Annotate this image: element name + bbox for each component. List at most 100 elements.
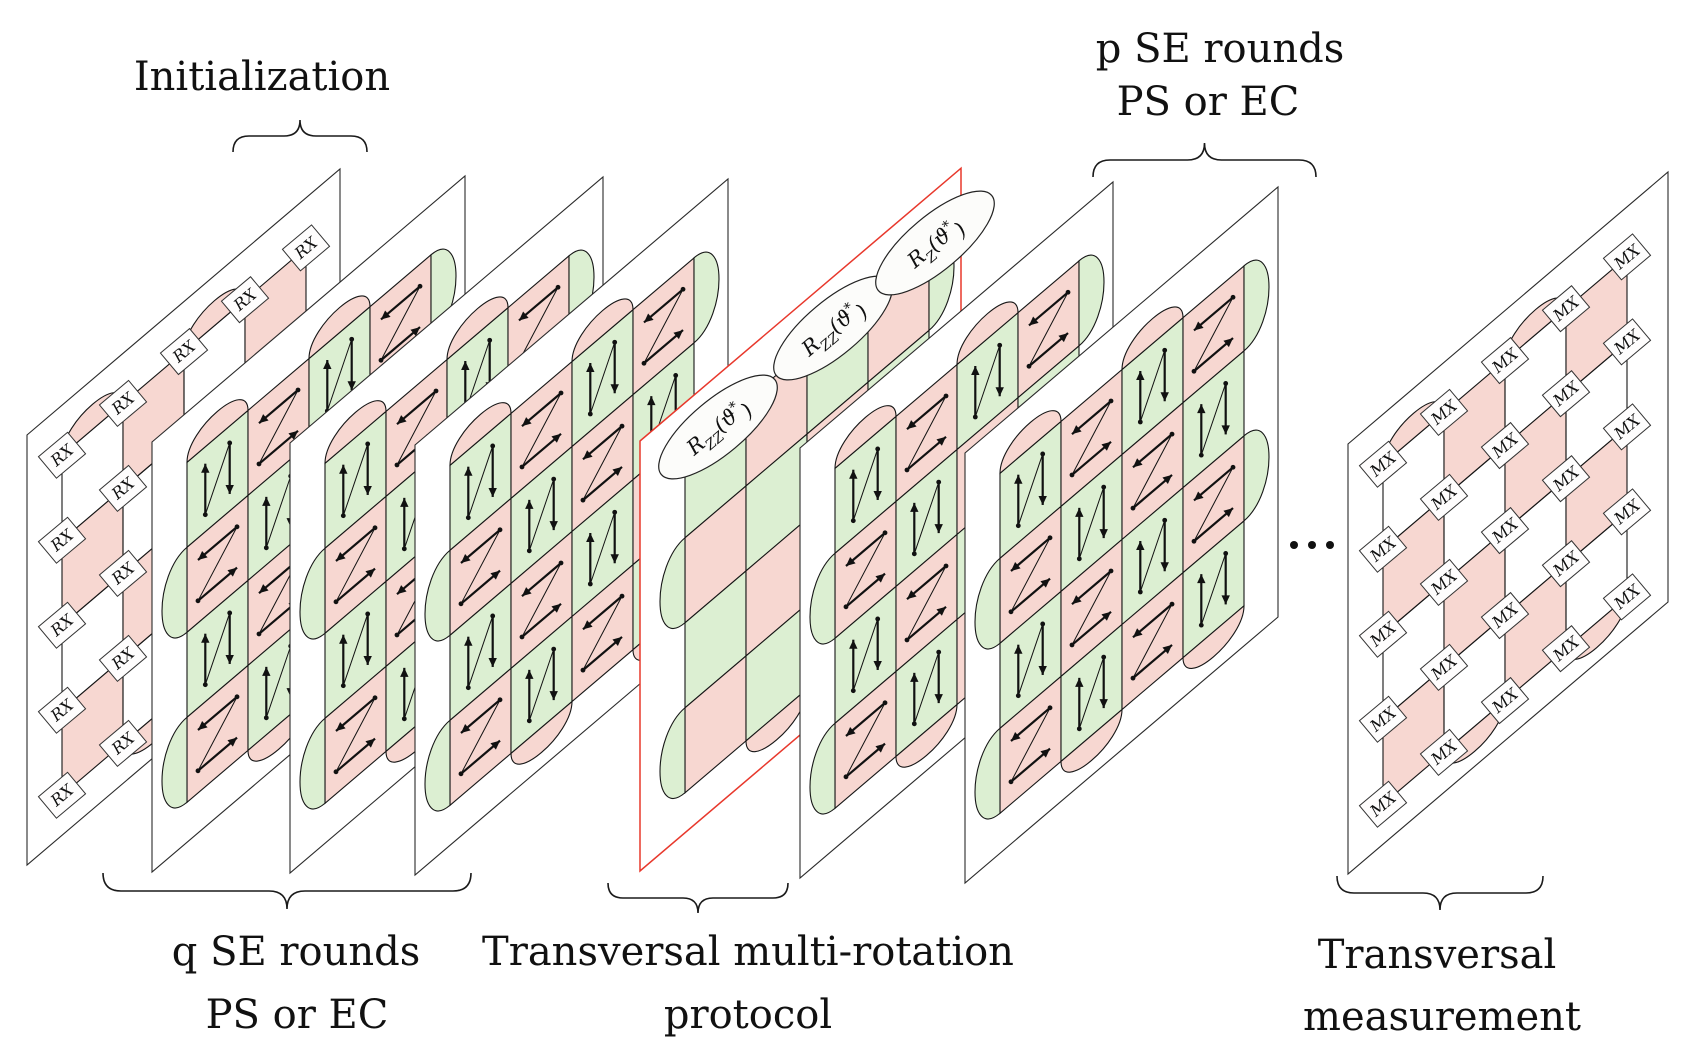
ellipsis-dot: [1326, 541, 1334, 549]
brace-rot: [607, 882, 789, 914]
schedule-arrow-head: [1162, 474, 1173, 484]
schedule-arrow-head: [1160, 392, 1169, 402]
schedule-diagonal: [1132, 433, 1173, 509]
boundary-stabilizer-lens: [809, 722, 836, 815]
schedule-arrow-dot: [458, 601, 464, 607]
mx-gate-box: MX: [1541, 370, 1591, 418]
schedule-arrow-dot: [673, 373, 679, 378]
boundary-stabilizer-lens: [895, 703, 958, 768]
schedule-arrow-head: [549, 691, 558, 701]
schedule-arrow-head: [582, 450, 593, 460]
schedule-arrow-dot: [1026, 363, 1032, 369]
schedule-arrow-dot: [202, 512, 208, 518]
schedule-diagonal: [460, 699, 501, 775]
label-p-se-line2: PS or EC: [1117, 79, 1300, 125]
schedule-arrow-dot: [1137, 419, 1143, 425]
label-measurement-line2: measurement: [1303, 994, 1581, 1040]
brace-init: [232, 119, 368, 153]
schedule-arrow-head: [521, 587, 532, 597]
schedule-arrow-dot: [850, 688, 856, 694]
schedule-arrow-head: [1014, 474, 1023, 484]
schedule-arrow-dot: [195, 768, 201, 774]
schedule-arrow-head: [335, 721, 346, 732]
rx-gate-box-outline: [98, 719, 148, 768]
rx-gate-box-outline: [98, 634, 148, 683]
rx-gate-box-outline: [37, 601, 87, 649]
schedule-arrow-dot: [519, 464, 525, 470]
schedule-arrow-dot: [372, 525, 378, 531]
schedule-arrow-dot: [1191, 368, 1197, 374]
schedule-arrow-dot: [1230, 464, 1236, 470]
boundary-stabilizer-lens: [1121, 306, 1184, 371]
schedule-arrow-head: [1193, 321, 1204, 331]
schedule-arrow-dot: [394, 462, 400, 468]
schedule-arrow-dot: [1015, 523, 1021, 529]
schedule-arrow-dot: [580, 667, 586, 673]
schedule-arrow-head: [488, 657, 497, 667]
schedule-arrow-head: [875, 573, 886, 583]
schedule-diagonal: [1071, 570, 1112, 646]
rx-gate-box-outline: [220, 276, 270, 324]
schedule-arrow-dot: [195, 598, 201, 604]
schedule-arrow-head: [1193, 491, 1204, 501]
rotation-gate-ellipse-outline: [875, 190, 995, 296]
schedule-arrow-head: [396, 585, 407, 595]
plane-se-4: [799, 180, 1114, 880]
plane-meas-mx: MXMXMXMXMXMXMXMXMXMXMXMXMXMXMXMXMXMXMXMX…: [1347, 170, 1669, 876]
schedule-arrow-dot: [936, 479, 942, 485]
schedule-arrow-dot: [1101, 654, 1107, 660]
schedule-arrow-dot: [911, 551, 917, 557]
schedule-arrow-head: [1101, 611, 1112, 621]
schedule-arrow-dot: [1223, 551, 1229, 556]
schedule-arrow-head: [906, 420, 917, 430]
schedule-diagonal: [1071, 400, 1112, 476]
schedule-diagonal: [518, 287, 559, 362]
schedule-arrow-head: [347, 381, 356, 391]
schedule-arrow-head: [396, 415, 407, 425]
schedule-arrow-dot: [202, 682, 208, 688]
schedule-arrow-head: [258, 584, 269, 594]
schedule-arrow-dot: [378, 357, 384, 363]
schedule-arrow-head: [1136, 370, 1145, 380]
schedule-arrow-head: [363, 485, 372, 495]
schedule-arrow-dot: [417, 283, 423, 289]
mx-gate-box: MX: [1419, 728, 1469, 777]
schedule-arrow-head: [225, 654, 234, 664]
schedule-arrow-head: [586, 532, 595, 542]
schedule-arrow-dot: [580, 497, 586, 503]
schedule-arrow-head: [906, 590, 917, 600]
schedule-diagonal: [913, 481, 940, 555]
mx-gate-box-outline: [1602, 403, 1652, 451]
brace-meas: [1336, 875, 1544, 911]
rx-gate-box-outline: [37, 686, 87, 734]
mx-gate-box-outline: [1358, 780, 1408, 828]
schedule-arrow-dot: [340, 683, 346, 689]
schedule-diagonal: [906, 395, 947, 471]
schedule-arrow-head: [1221, 595, 1230, 605]
schedule-arrow-head: [335, 551, 346, 562]
boundary-stabilizer-lens: [1243, 429, 1270, 523]
schedule-arrow-dot: [1223, 381, 1229, 386]
schedule-diagonal: [1078, 656, 1105, 730]
schedule-arrow-dot: [619, 423, 625, 429]
schedule-arrow-dot: [263, 715, 269, 721]
schedule-arrow-dot: [1169, 431, 1175, 437]
schedule-arrow-dot: [497, 697, 503, 703]
schedule-diagonal: [326, 339, 353, 412]
schedule-arrow-dot: [263, 545, 269, 551]
schedule-diagonal: [204, 612, 231, 685]
schedule-arrow-dot: [1047, 705, 1053, 711]
schedule-arrow-head: [1010, 561, 1021, 572]
schedule-arrow-dot: [1047, 535, 1053, 541]
schedule-arrow-dot: [943, 393, 949, 399]
mx-gate-box-outline: [1419, 473, 1469, 522]
schedule-arrow-head: [1075, 677, 1084, 687]
schedule-arrow-dot: [843, 604, 849, 610]
boundary-stabilizer-lens: [1078, 254, 1105, 348]
boundary-stabilizer-lens: [161, 716, 188, 809]
schedule-arrow-head: [227, 567, 238, 577]
ellipsis-dot: [1308, 541, 1316, 549]
mx-gate-box-outline: [1602, 573, 1652, 621]
schedule-arrow-dot: [497, 527, 503, 533]
schedule-arrow-dot: [349, 336, 355, 342]
